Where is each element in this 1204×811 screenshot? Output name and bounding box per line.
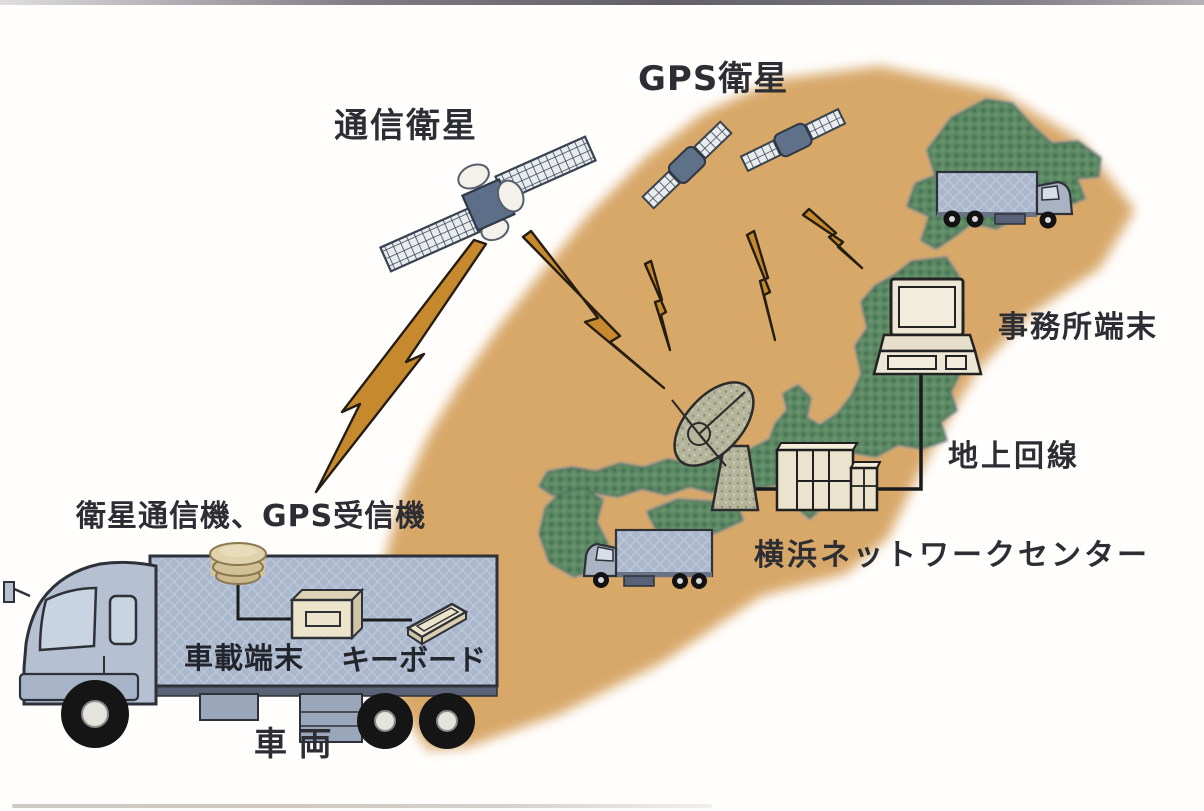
label-comm-satellite: 通信衛星 <box>334 106 478 146</box>
scan-artifact-top <box>0 0 1204 5</box>
bolt-northeast <box>801 207 864 270</box>
label-network-center: 横浜ネットワークセンター <box>754 538 1150 573</box>
scan-artifact-bottom <box>12 804 712 808</box>
bolt-gps-2 <box>745 229 777 342</box>
label-vehicle-equipment: 衛星通信機、GPS受信機 <box>76 499 427 534</box>
bolt-gps-1 <box>643 259 672 352</box>
radio-lightning-bolts <box>314 207 864 494</box>
vehicle-truck <box>3 542 499 749</box>
network-center-building <box>775 442 882 512</box>
comm-satellite-icon <box>378 135 598 273</box>
label-office-terminal: 事務所端末 <box>998 310 1158 345</box>
office-terminal-computer <box>872 277 983 376</box>
label-ground-line: 地上回線 <box>948 439 1080 474</box>
ground-station-dish <box>671 381 760 512</box>
bolt-comm-to-truck <box>314 238 488 494</box>
gps-satellite-icon-2 <box>739 107 847 173</box>
label-keyboard: キーボード <box>341 643 487 677</box>
bolt-comm-to-dish <box>521 229 666 390</box>
label-vehicle: 車 両 <box>254 724 332 763</box>
onboard-cable <box>236 580 292 621</box>
label-onboard-terminal: 車載端末 <box>184 641 305 675</box>
truck-west-japan <box>582 528 714 589</box>
gps-satellite-icon-1 <box>641 120 733 210</box>
label-gps-satellite: GPS衛星 <box>638 59 789 99</box>
roof-antenna-dome <box>209 542 267 585</box>
truck-hokkaido <box>935 170 1074 229</box>
onboard-terminal-device <box>289 587 365 641</box>
keyboard-device <box>405 602 469 646</box>
